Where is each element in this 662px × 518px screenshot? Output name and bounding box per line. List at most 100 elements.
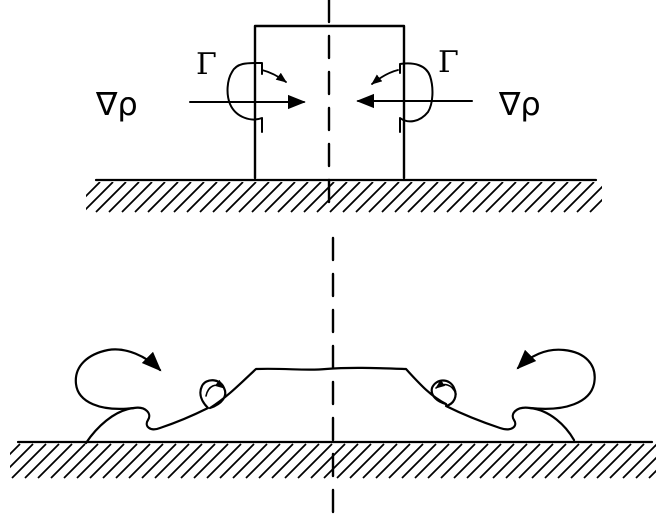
hatch-line — [329, 182, 361, 213]
hatch-line — [206, 443, 242, 479]
hatch-line — [238, 182, 270, 213]
bottom-panel — [10, 236, 656, 518]
hatch-line — [557, 443, 593, 479]
hatch-line — [271, 443, 307, 479]
hatch-line — [492, 443, 528, 479]
hatch-line — [505, 443, 541, 479]
hatch-line — [485, 182, 517, 213]
hatch-line — [199, 182, 231, 213]
hatch-line — [518, 443, 554, 479]
hatch-line — [563, 182, 595, 213]
hatch-line — [349, 443, 385, 479]
top-panel: Γ Γ ∇ρ ∇ρ — [86, 0, 602, 214]
hatch-line — [264, 182, 296, 213]
hatch-line — [167, 443, 203, 479]
hatch-line — [86, 182, 101, 198]
bottom-ground-hatch — [10, 443, 656, 479]
hatch-line — [63, 443, 99, 479]
hatch-line — [76, 443, 112, 479]
right-small-vortex-arrow — [435, 379, 457, 395]
hatch-line — [427, 443, 463, 479]
right-circulation-label: Γ — [438, 45, 459, 80]
hatch-line — [336, 443, 372, 479]
hatch-line — [316, 182, 348, 213]
hatch-line — [121, 182, 153, 213]
hatch-line — [160, 182, 192, 213]
left-small-vortex-arrow — [205, 379, 225, 397]
hatch-line — [180, 443, 216, 479]
hatch-line — [440, 443, 476, 479]
hatch-line — [531, 443, 567, 479]
hatch-line — [414, 443, 450, 479]
right-circulation-loop — [399, 62, 434, 133]
hatch-line — [459, 182, 491, 213]
hatch-line — [173, 182, 205, 213]
hatch-line — [323, 443, 359, 479]
hatch-line — [375, 443, 411, 479]
hatch-line — [134, 182, 166, 213]
hatch-line — [576, 185, 602, 213]
hatch-line — [355, 182, 387, 213]
hatch-line — [420, 182, 452, 213]
hatch-line — [50, 443, 86, 479]
hatch-line — [245, 443, 281, 479]
hatch-line — [596, 443, 632, 479]
hatch-line — [86, 182, 114, 211]
hatch-line — [479, 443, 515, 479]
hatch-line — [186, 182, 218, 213]
hatch-line — [251, 182, 283, 213]
hatch-line — [453, 443, 489, 479]
hatch-line — [635, 456, 656, 479]
hatch-line — [37, 443, 73, 479]
hatch-line — [225, 182, 257, 213]
hatch-line — [277, 182, 309, 213]
hatch-line — [89, 443, 125, 479]
hatch-line — [583, 443, 619, 479]
hatch-line — [128, 443, 164, 479]
hatch-line — [290, 182, 322, 213]
hatch-line — [394, 182, 426, 213]
left-vortex-loop — [74, 348, 162, 410]
hatch-line — [10, 443, 21, 456]
hatch-line — [310, 443, 346, 479]
hatch-line — [648, 469, 656, 479]
hatch-line — [401, 443, 437, 479]
hatch-line — [141, 443, 177, 479]
hatch-line — [498, 182, 530, 213]
hatch-line — [219, 443, 255, 479]
hatch-line — [570, 443, 606, 479]
hatch-line — [11, 443, 47, 479]
hatch-line — [95, 182, 127, 213]
hatch-line — [537, 182, 569, 213]
left-circulation-arrow — [261, 69, 287, 83]
left-density-gradient-label: ∇ρ — [95, 85, 138, 123]
hatch-line — [297, 443, 333, 479]
hatch-line — [154, 443, 190, 479]
hatch-line — [108, 182, 140, 213]
hatch-line — [193, 443, 229, 479]
right-density-gradient-label: ∇ρ — [498, 85, 541, 123]
hatch-line — [342, 182, 374, 213]
slumped-fluid-profile — [84, 366, 576, 445]
hatch-line — [368, 182, 400, 213]
hatch-line — [147, 182, 179, 213]
hatch-line — [511, 182, 543, 213]
hatch-line — [212, 182, 244, 213]
hatch-line — [381, 182, 413, 213]
hatch-line — [362, 443, 398, 479]
hatch-line — [544, 443, 580, 479]
hatch-line — [232, 443, 268, 479]
hatch-line — [472, 182, 504, 213]
hatch-line — [388, 443, 424, 479]
hatch-line — [609, 443, 645, 479]
left-circulation-label: Γ — [196, 47, 217, 82]
hatch-line — [446, 182, 478, 213]
right-vortex-loop — [516, 348, 596, 410]
hatch-line — [550, 182, 582, 213]
hatch-line — [589, 198, 602, 213]
hatch-line — [24, 443, 60, 479]
hatch-line — [115, 443, 151, 479]
right-circulation-arrow — [371, 69, 399, 85]
hatch-line — [622, 443, 656, 479]
